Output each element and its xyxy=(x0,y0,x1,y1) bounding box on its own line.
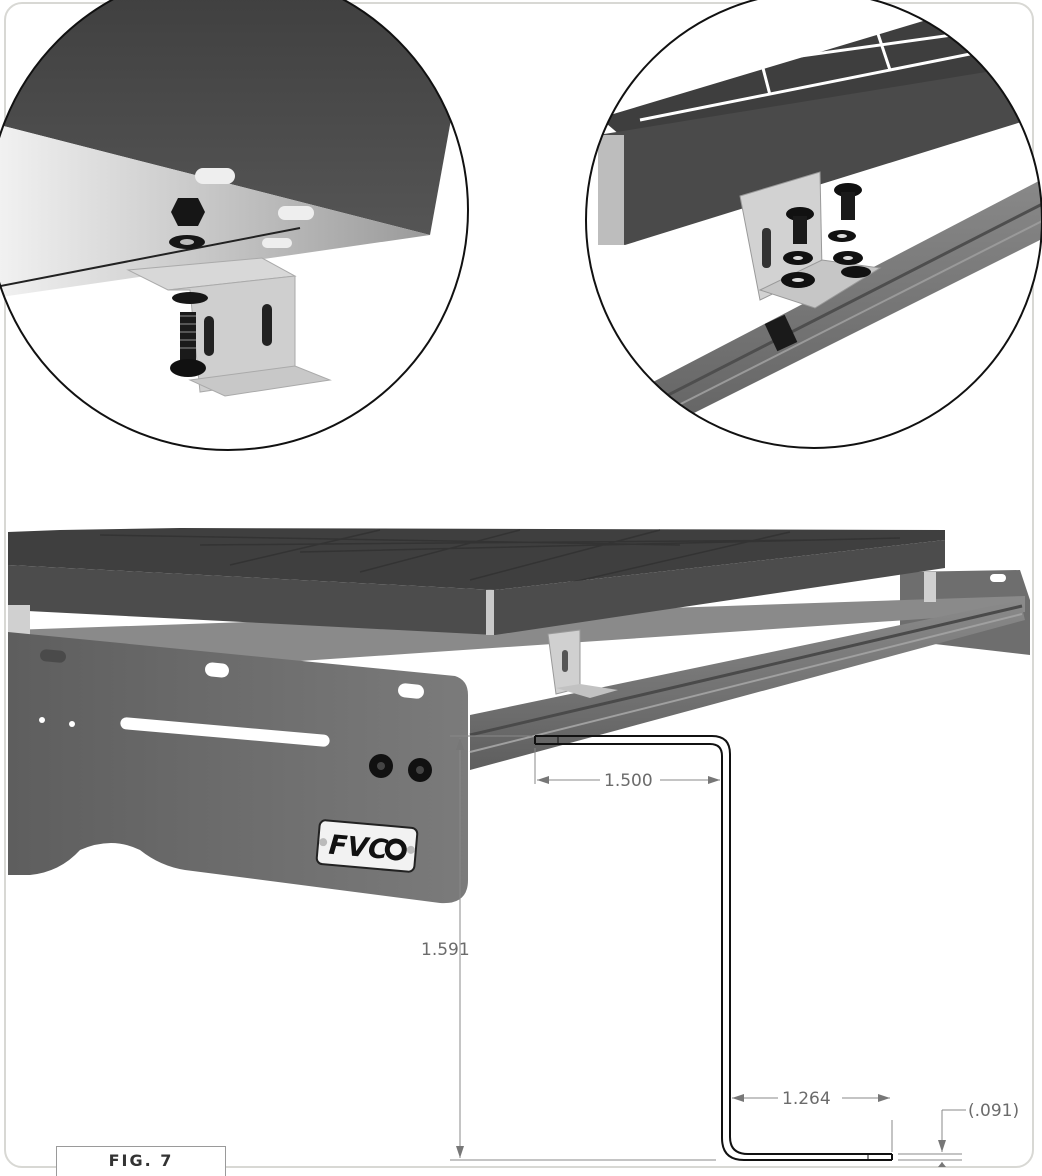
detail-view-left xyxy=(0,0,469,451)
dimension-height: 1.591 xyxy=(421,940,470,960)
dimension-lines xyxy=(450,735,966,1167)
fvco-badge: FVC xyxy=(315,819,419,873)
dimension-thickness: (.091) xyxy=(968,1101,1019,1121)
main-assembly: FVC xyxy=(8,528,1030,904)
dimension-bottom-flange: 1.264 xyxy=(782,1089,831,1109)
dimension-top-flange: 1.500 xyxy=(604,771,653,791)
bracket-profile xyxy=(534,735,893,1161)
badge-logo-text: FVC xyxy=(328,830,390,866)
figure-label: FIG. 7 xyxy=(56,1146,226,1176)
detail-view-right xyxy=(585,0,1042,449)
